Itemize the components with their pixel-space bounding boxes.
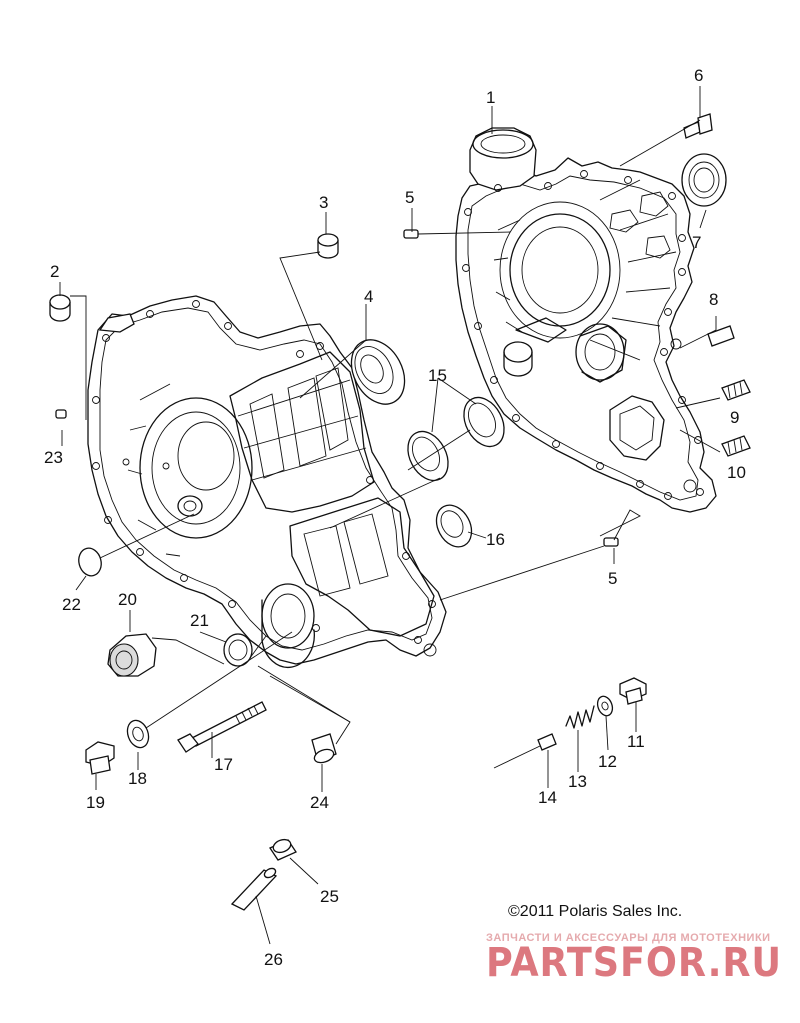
callout-5-top: 5	[405, 188, 414, 207]
part-24-fitting	[311, 733, 337, 764]
callout-25: 25	[320, 887, 339, 906]
part-10-fitting	[721, 435, 751, 457]
callout-15: 15	[428, 366, 447, 385]
part-7-oil-seal	[681, 153, 727, 207]
part-26-tube	[230, 867, 278, 911]
part-20-filter	[107, 633, 157, 677]
right-crankcase-half	[455, 127, 717, 513]
callout-16: 16	[486, 530, 505, 549]
part-14-plunger	[537, 733, 557, 751]
callout-13: 13	[568, 772, 587, 791]
callout-9: 9	[730, 408, 739, 427]
callout-3: 3	[319, 193, 328, 212]
callout-23: 23	[44, 448, 63, 467]
left-crankcase-half	[87, 295, 447, 669]
part-13-spring	[565, 705, 595, 729]
callout-6: 6	[694, 66, 703, 85]
callout-17: 17	[214, 755, 233, 774]
watermark-tagline: ЗАПЧАСТИ И АКСЕССУАРЫ ДЛЯ МОТОТЕХНИКИ	[486, 932, 771, 944]
part-21-seal-ring	[223, 633, 253, 667]
part-17-long-bolt	[177, 701, 267, 753]
callout-20: 20	[118, 590, 137, 609]
callout-10: 10	[727, 463, 746, 482]
part-11-plug	[619, 677, 647, 705]
callout-11: 11	[627, 732, 645, 751]
part-15-bearings	[407, 396, 505, 482]
watermark: ЗАПЧАСТИ И АКСЕССУАРЫ ДЛЯ МОТОТЕХНИКИ PA…	[486, 932, 782, 986]
callout-2: 2	[50, 262, 59, 281]
part-8-dowel	[707, 325, 735, 347]
callout-labels: 1 2 3 4 5 5 6 7 8 9 10 11 12 13 14 15 16…	[44, 66, 746, 969]
part-25-bushing	[269, 838, 297, 861]
callout-26: 26	[264, 950, 283, 969]
callout-4: 4	[364, 287, 373, 306]
part-2-cap	[49, 294, 71, 322]
part-3-dowel-bushing	[317, 233, 339, 259]
watermark-logo: PARTSFOR.RU	[486, 940, 782, 986]
part-6-bolt	[683, 113, 713, 139]
callout-7: 7	[692, 233, 701, 252]
part-16-bearing	[435, 504, 473, 548]
part-19-drain-plug	[85, 741, 115, 775]
callout-24: 24	[310, 793, 329, 812]
callout-21: 21	[190, 611, 209, 630]
part-22-plug-disc	[78, 547, 102, 577]
callout-1: 1	[486, 88, 495, 107]
callout-5-bottom: 5	[608, 569, 617, 588]
callout-12: 12	[598, 752, 617, 771]
copyright-notice: ©2011 Polaris Sales Inc.	[508, 903, 682, 920]
part-9-fitting	[721, 379, 751, 401]
callout-14: 14	[538, 788, 557, 807]
callout-22: 22	[62, 595, 81, 614]
callout-8: 8	[709, 290, 718, 309]
part-4-bearing	[350, 339, 406, 405]
part-23-pin	[55, 409, 67, 419]
part-12-washer	[596, 695, 614, 717]
callout-19: 19	[86, 793, 105, 812]
leader-lines	[59, 86, 721, 945]
part-18-washer	[126, 719, 150, 749]
callout-18: 18	[128, 769, 147, 788]
